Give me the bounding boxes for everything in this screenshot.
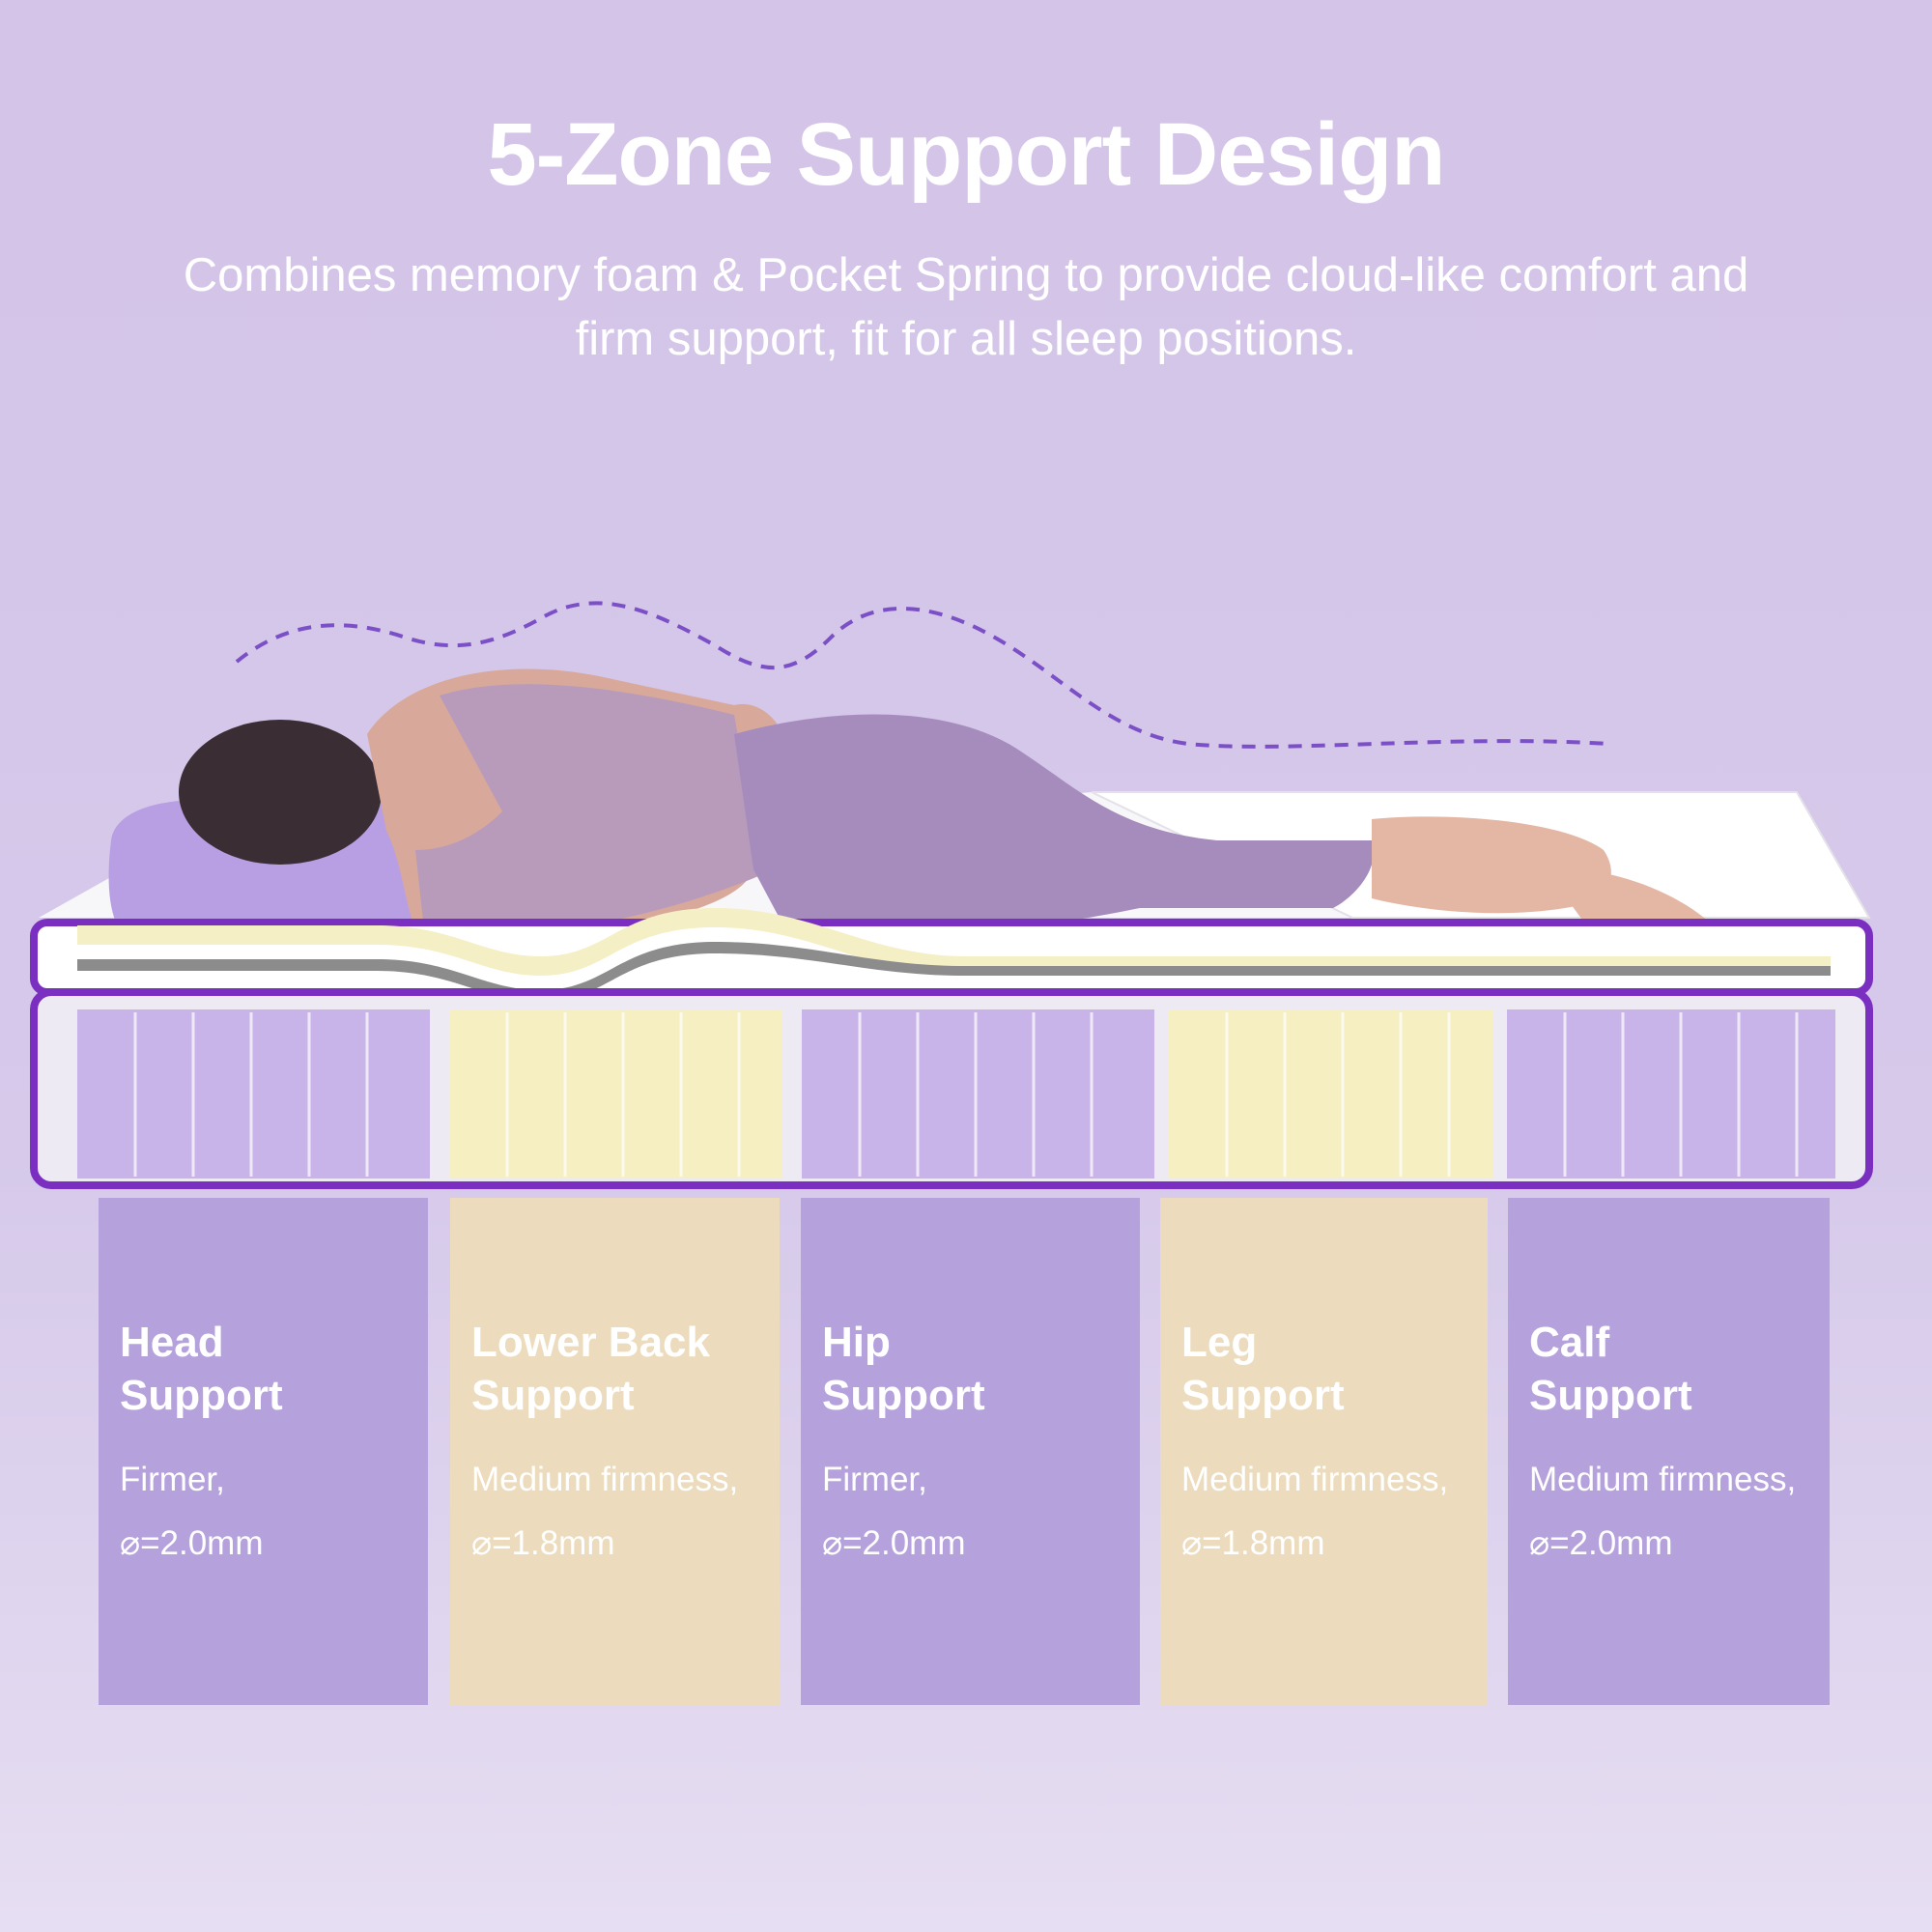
zone-name: Lower Back Support <box>471 1319 710 1419</box>
spring-zone-hip <box>802 1009 1154 1179</box>
zone-name: Calf Support <box>1529 1319 1692 1419</box>
zone-panel-hip: Hip Support Firmer, ⌀=2.0mm <box>801 1198 1140 1705</box>
spring-zone-calf <box>1507 1009 1835 1179</box>
page-subtitle: Combines memory foam & Pocket Spring to … <box>183 249 1749 365</box>
spine-curve <box>235 601 1609 749</box>
zone-name: Head Support <box>120 1319 283 1419</box>
zone-diameter: ⌀=1.8mm <box>471 1524 615 1562</box>
memory-foam-layer <box>77 908 1831 976</box>
zone-panel-leg: Leg Support Medium firmness, ⌀=1.8mm <box>1160 1198 1488 1705</box>
zone-panel-calf: Calf Support Medium firmness, ⌀=2.0mm <box>1508 1198 1830 1705</box>
zone-diameter: ⌀=2.0mm <box>822 1524 966 1562</box>
zone-name: Leg Support <box>1181 1319 1345 1419</box>
zone-firmness: Firmer, <box>822 1461 927 1498</box>
zone-firmness: Medium firmness, <box>1181 1461 1449 1498</box>
zone-diameter: ⌀=1.8mm <box>1181 1524 1325 1562</box>
gel-layer <box>77 942 1831 1002</box>
zone-name: Hip Support <box>822 1319 985 1419</box>
page-title: 5-Zone Support Design <box>487 105 1446 204</box>
spring-zone-head <box>77 1009 430 1179</box>
spring-coil-lines <box>133 1012 1799 1177</box>
zone-panel-head: Head Support Firmer, ⌀=2.0mm <box>99 1198 428 1705</box>
zone-firmness: Firmer, <box>120 1461 225 1498</box>
zone-firmness: Medium firmness, <box>471 1461 739 1498</box>
spring-zone-lower-back <box>449 1009 782 1179</box>
zone-panel-lower-back: Lower Back Support Medium firmness, ⌀=1.… <box>450 1198 780 1705</box>
sleeping-person <box>179 668 1710 943</box>
zone-diameter: ⌀=2.0mm <box>1529 1524 1673 1562</box>
zone-diameter: ⌀=2.0mm <box>120 1524 264 1562</box>
spring-zone-leg <box>1169 1009 1492 1179</box>
zone-firmness: Medium firmness, <box>1529 1461 1797 1498</box>
